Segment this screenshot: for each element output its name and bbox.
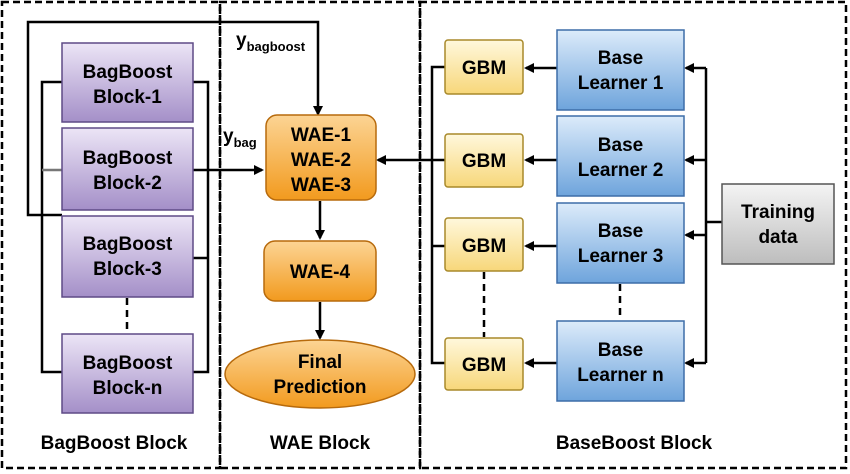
y-bagboost-subscript: bagboost	[247, 39, 306, 54]
y-bag-subscript: bag	[234, 135, 257, 150]
bagboost-block-1-line1: BagBoost	[83, 62, 173, 83]
training-data-box: Training data	[721, 183, 835, 265]
gbm-1-label: GBM	[462, 58, 506, 79]
bagboost-block-2: BagBoost Block-2	[61, 127, 194, 211]
gbm-2-box: GBM	[444, 133, 524, 188]
bagboost-left-rail	[40, 80, 62, 374]
baseboost-section-border	[418, 0, 848, 470]
y-bagboost-label: ybagboost	[236, 30, 306, 54]
gbm-2-label: GBM	[462, 151, 506, 172]
continuation-dashes	[125, 272, 622, 337]
base-learner-3-line1: Base	[598, 221, 643, 242]
wae-4-label: WAE-4	[290, 262, 351, 283]
bagboost-right-rail	[193, 80, 210, 374]
base-learner-n: Base Learner n	[556, 320, 685, 402]
ybagboost-connector	[26, 20, 323, 217]
connectors	[26, 20, 722, 374]
bagboost-block-1-line2: Block-1	[93, 87, 162, 108]
gbm-left-rail	[430, 65, 445, 365]
wae-section-title: WAE Block	[270, 433, 371, 454]
y-bag-main: y	[223, 126, 234, 147]
base-learner-3-line2: Learner 3	[578, 246, 664, 267]
base-learner-1: Base Learner 1	[556, 29, 685, 111]
gbm-n-box: GBM	[444, 337, 524, 391]
base-learner-3: Base Learner 3	[556, 202, 685, 284]
base-learner-2-line1: Base	[598, 135, 643, 156]
bagboost-block-1: BagBoost Block-1	[61, 42, 194, 123]
final-prediction-ellipse: Final Prediction	[224, 339, 416, 409]
bagboost-block-n-line2: Block-n	[93, 378, 163, 399]
final-prediction-line1: Final	[298, 352, 342, 373]
bagboost-block-n-line1: BagBoost	[83, 353, 173, 374]
bagboost-section-border	[0, 0, 222, 470]
base-learner-2-line2: Learner 2	[578, 160, 664, 181]
wae-3-label: WAE-3	[291, 175, 351, 196]
base-learner-n-line1: Base	[598, 340, 643, 361]
baseboost-section-title: BaseBoost Block	[556, 433, 713, 454]
gbm-3-box: GBM	[444, 217, 524, 272]
bagboost-block-3-line2: Block-3	[93, 259, 162, 280]
wae-2-label: WAE-2	[291, 150, 351, 171]
bagboost-section-title: BagBoost Block	[41, 433, 188, 454]
bagboost-block-2-line1: BagBoost	[83, 148, 173, 169]
base-learner-1-line2: Learner 1	[578, 73, 664, 94]
y-bagboost-main: y	[236, 30, 247, 51]
training-data-line2: data	[758, 227, 798, 248]
bagboost-block-3-line1: BagBoost	[83, 234, 173, 255]
base-learner-1-line1: Base	[598, 48, 643, 69]
base-learner-2: Base Learner 2	[556, 115, 685, 197]
wae-1-3-box: WAE-1 WAE-2 WAE-3	[265, 114, 377, 201]
y-bag-label: ybag	[223, 126, 257, 150]
gbm-1-box: GBM	[444, 39, 524, 95]
wae-4-box: WAE-4	[263, 240, 377, 302]
base-learner-n-line2: Learner n	[577, 365, 664, 386]
gbm-n-label: GBM	[462, 355, 506, 376]
bagboost-block-2-line2: Block-2	[93, 173, 162, 194]
final-prediction-line2: Prediction	[274, 377, 367, 398]
bagboost-block-n: BagBoost Block-n	[61, 333, 194, 414]
training-data-line1: Training	[741, 202, 815, 223]
wae-1-label: WAE-1	[291, 125, 352, 146]
bagboost-block-3: BagBoost Block-3	[61, 215, 194, 298]
gbm-3-label: GBM	[462, 236, 506, 257]
